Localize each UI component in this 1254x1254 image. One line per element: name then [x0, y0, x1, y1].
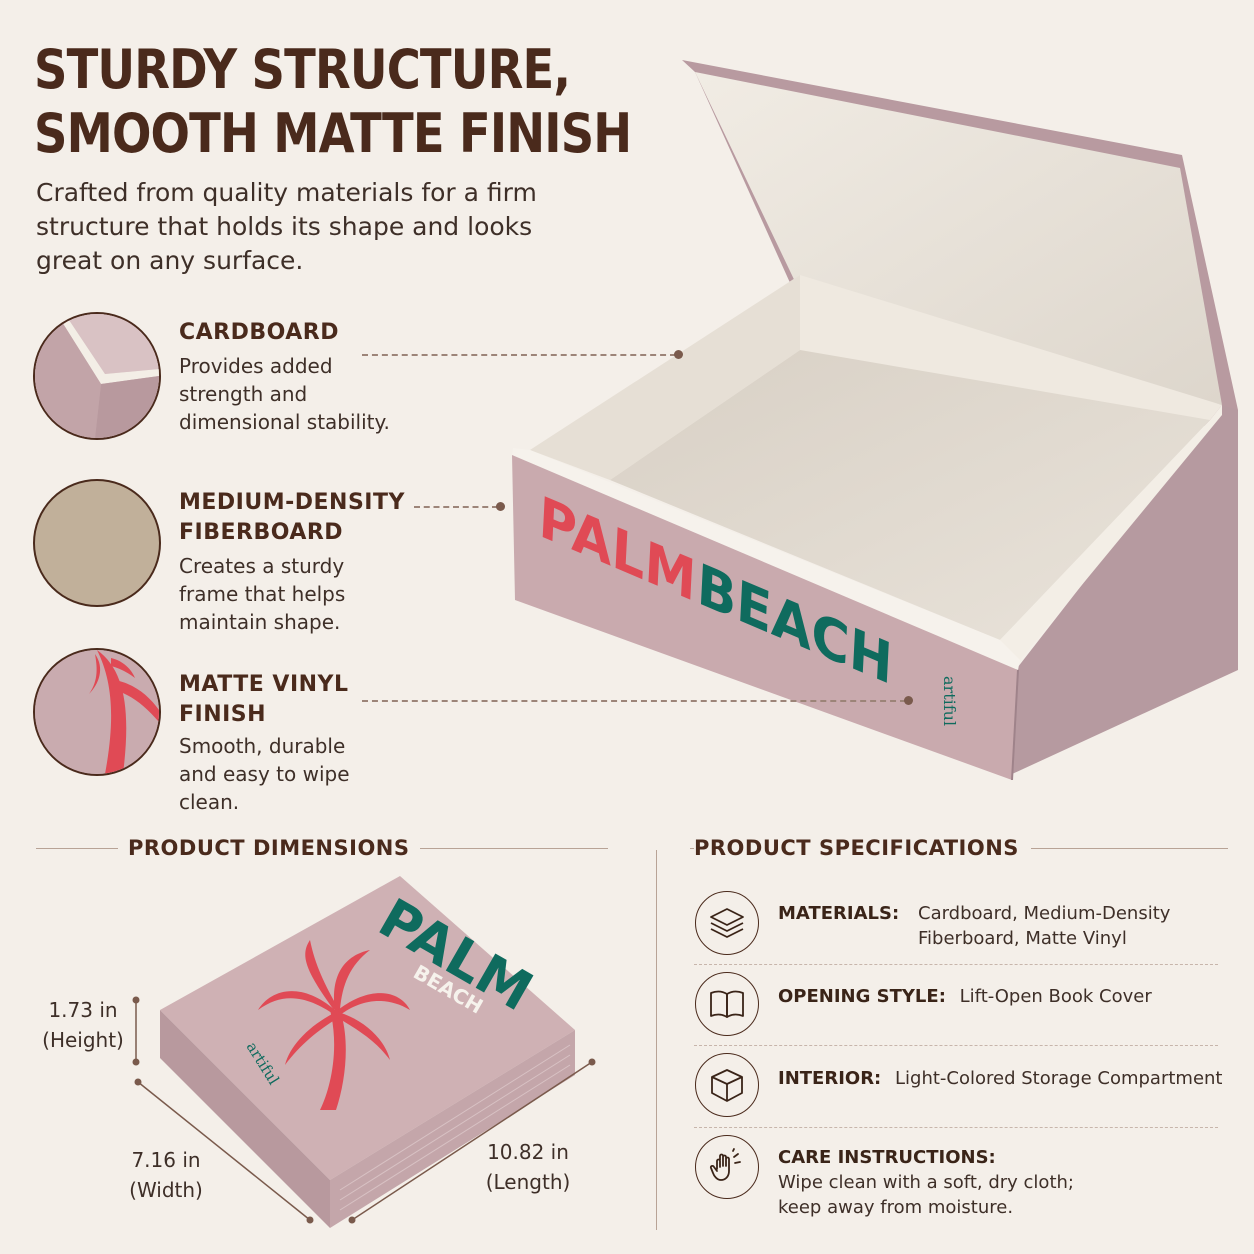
- spec-value: Lift-Open Book Cover: [959, 986, 1152, 1007]
- spec-divider: [694, 964, 1218, 965]
- feature-desc-line: and easy to wipe: [179, 762, 350, 786]
- length-measure-line: [351, 1061, 593, 1221]
- length-label: (Length): [485, 1170, 571, 1194]
- spec-value: Fiberboard, Matte Vinyl: [918, 928, 1127, 949]
- spec-key: MATERIALS:: [778, 903, 900, 924]
- dimensions-title: PRODUCT DIMENSIONS: [118, 834, 420, 862]
- width-value: 7.16 in: [131, 1148, 201, 1172]
- spine-brand-text: artiful: [940, 676, 959, 726]
- feature-cardboard: CARDBOARD Provides added strength and di…: [179, 318, 419, 436]
- box-icon: [695, 1053, 759, 1117]
- cardboard-swatch: [33, 312, 161, 440]
- height-dimension: 1.73 in (Height): [36, 995, 130, 1055]
- height-label: (Height): [42, 1028, 124, 1052]
- spec-opening-style: OPENING STYLE: Lift-Open Book Cover: [778, 984, 1228, 1009]
- spec-materials: MATERIALS: Cardboard, Medium-Density Fibe…: [778, 901, 1228, 951]
- spec-key: OPENING STYLE:: [778, 986, 946, 1007]
- spec-value: Cardboard, Medium-Density: [918, 903, 1171, 924]
- box-floor: [610, 350, 1210, 640]
- open-box-illustration: PALM BEACH artiful: [512, 60, 1238, 781]
- cover-palm-icon: [258, 940, 410, 1110]
- headline-line-1: STURDY STRUCTURE,: [34, 38, 571, 101]
- intro-text: Crafted from quality materials for a fir…: [36, 178, 537, 275]
- hand-wipe-icon: [695, 1135, 759, 1199]
- open-book-icon: [695, 972, 759, 1036]
- feature-title: FIBERBOARD: [179, 520, 344, 545]
- box-left-wall: [530, 275, 800, 480]
- palm-leaf-icon: [35, 650, 159, 774]
- spec-key: CARE INSTRUCTIONS:: [778, 1147, 996, 1168]
- feature-fiberboard: MEDIUM-DENSITY FIBERBOARD Creates a stur…: [179, 488, 419, 636]
- length-value: 10.82 in: [487, 1140, 569, 1164]
- fiberboard-swatch: [33, 479, 161, 607]
- feature-desc-line: Creates a sturdy: [179, 554, 345, 578]
- headline-line-2: SMOOTH MATTE FINISH: [34, 102, 632, 165]
- feature-desc-line: dimensional stability.: [179, 410, 390, 434]
- leader-dot-vinyl: [904, 696, 913, 705]
- leader-line-fiberboard: [414, 506, 498, 508]
- spec-value: Light-Colored Storage Compartment: [895, 1068, 1223, 1089]
- feature-vinyl: MATTE VINYL FINISH Smooth, durable and e…: [179, 670, 419, 816]
- cover-side-left: [160, 1010, 330, 1228]
- spec-divider: [694, 1045, 1218, 1046]
- cardboard-corner-icon: [35, 314, 159, 438]
- box-spine-face: [512, 455, 1018, 780]
- page-headline: STURDY STRUCTURE, SMOOTH MATTE FINISH: [34, 38, 632, 166]
- feature-desc-line: maintain shape.: [179, 610, 341, 634]
- vinyl-swatch: [33, 648, 161, 776]
- box-side-pages: [1000, 405, 1238, 775]
- feature-desc-line: Smooth, durable: [179, 734, 346, 758]
- box-rim: [512, 448, 1020, 670]
- spec-value: Wipe clean with a soft, dry cloth;: [778, 1172, 1074, 1193]
- lid-inner: [695, 72, 1222, 405]
- width-dimension: 7.16 in (Width): [118, 1145, 214, 1205]
- box-right-wall: [1000, 405, 1222, 660]
- specs-title: PRODUCT SPECIFICATIONS: [694, 834, 1031, 862]
- leader-dot-cardboard: [674, 350, 683, 359]
- height-value: 1.73 in: [48, 998, 118, 1022]
- leader-line-vinyl: [362, 700, 906, 702]
- feature-title: CARDBOARD: [179, 320, 339, 345]
- feature-title: MEDIUM-DENSITY: [179, 490, 405, 515]
- section-divider: [656, 850, 657, 1230]
- width-measure-line: [137, 1081, 311, 1221]
- feature-desc-line: Provides added: [179, 354, 333, 378]
- spec-key: INTERIOR:: [778, 1068, 882, 1089]
- spec-interior: INTERIOR: Light-Colored Storage Compartm…: [778, 1066, 1228, 1091]
- feature-title: FINISH: [179, 702, 267, 727]
- length-dimension: 10.82 in (Length): [478, 1137, 578, 1197]
- feature-desc-line: clean.: [179, 790, 240, 814]
- spec-divider: [694, 1127, 1218, 1128]
- feature-title: MATTE VINYL: [179, 672, 349, 697]
- spec-value: keep away from moisture.: [778, 1197, 1014, 1218]
- feature-desc-line: strength and: [179, 382, 308, 406]
- closed-box-illustration: PALM BEACH artiful: [132, 876, 596, 1228]
- layers-icon: [695, 891, 759, 955]
- leader-line-cardboard: [362, 354, 676, 356]
- width-label: (Width): [129, 1178, 203, 1202]
- spec-care-instructions: CARE INSTRUCTIONS: Wipe clean with a sof…: [778, 1145, 1228, 1220]
- feature-desc-line: frame that helps: [179, 582, 346, 606]
- leader-dot-fiberboard: [496, 502, 505, 511]
